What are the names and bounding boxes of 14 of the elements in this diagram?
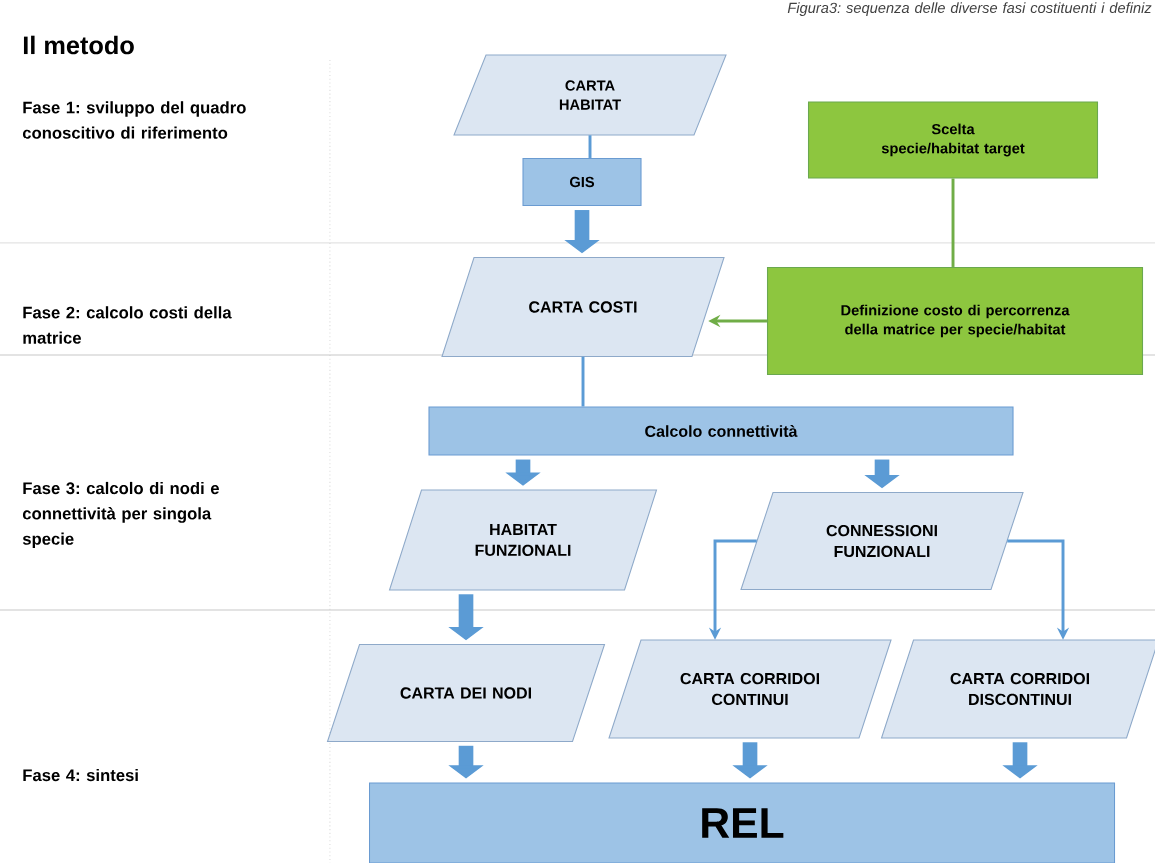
connector-line	[581, 356, 585, 407]
process-box: Definizione costo di percorrenza della matrice per specie/habitat	[766, 266, 1144, 376]
phase-label: Fase 3: calcolo di nodi e connettività per singola specie	[22, 481, 219, 549]
phase-label: Fase 4: sintesi	[23, 768, 138, 782]
connector-line	[588, 135, 592, 158]
process-box: GIS	[522, 157, 642, 207]
process-box: REL	[368, 782, 1116, 863]
heading: Il metodo	[23, 35, 134, 55]
connector-line	[951, 178, 955, 267]
caption: Figura3: sequenza delle diverse fasi costituenti i definiz	[787, 2, 1152, 16]
phase-label: Fase 1: sviluppo del quadro conoscitivo di riferimento	[22, 101, 246, 139]
process-box: Scelta specie/habitat target	[807, 101, 1099, 179]
phase-label: Fase 2: calcolo costi della matrice	[23, 306, 232, 344]
process-box: Calcolo connettività	[428, 406, 1014, 456]
